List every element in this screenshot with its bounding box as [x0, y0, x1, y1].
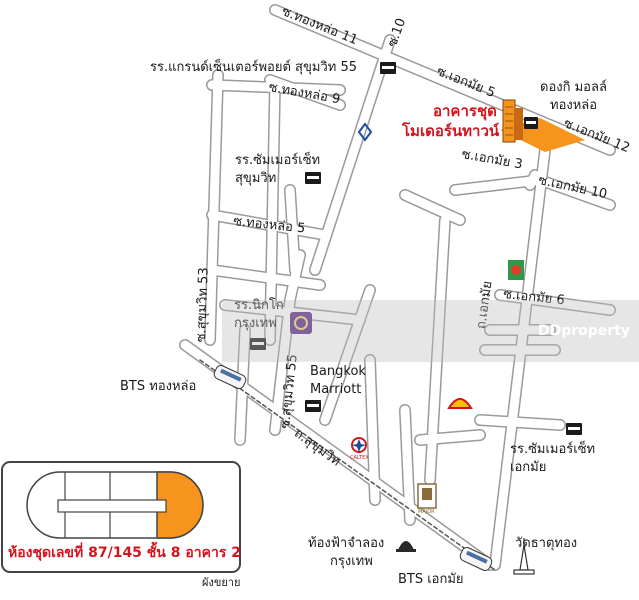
bank-icon: [357, 122, 373, 142]
place-label-somerset-sukhumvit-2: สุขุมวิท: [235, 171, 277, 186]
place-label-nikko-1: รร.นิกโก: [234, 298, 284, 313]
target-label-line1: อาคารชุด: [433, 102, 497, 120]
place-label-caltex: CALTEX: [350, 455, 369, 461]
place-label-donki-2: ทองหล่อ: [550, 98, 598, 113]
target-label-line2: โมเดอร์นทาวน์: [402, 122, 500, 140]
place-label-grand-centre-point: รร.แกรนด์เซ็นเตอร์พอยต์ สุขุมวิท 55: [150, 60, 357, 75]
place-label-somerset-ekkamai-2: เอกมัย: [510, 460, 547, 475]
place-label-marriott-2: Marriott: [310, 382, 362, 397]
nikko-logo-icon: [290, 312, 312, 334]
watermark-text: DDproperty: [538, 323, 631, 339]
hotel-bed-icon: [250, 62, 582, 435]
place-label-bts-thonglo: BTS ทองหล่อ: [120, 379, 197, 394]
convenience-store-icon: [508, 260, 524, 280]
shell-station-icon: [447, 398, 473, 409]
place-label-donki-1: ดองกิ มอลล์: [540, 80, 607, 95]
place-label-planetarium-2: กรุงเทพ: [330, 554, 373, 569]
planetarium-icon: [396, 541, 416, 552]
major-cinema-icon: [417, 483, 437, 509]
ddproperty-logo-icon: [0, 0, 24, 24]
place-label-wat-that-thong: วัดธาตุทอง: [515, 536, 578, 551]
floor-plan-note: ผังขยาย: [202, 576, 241, 589]
place-label-major: MAJOR: [418, 509, 435, 515]
place-label-planetarium-1: ท้องฟ้าจำลอง: [308, 536, 385, 551]
place-label-somerset-ekkamai-1: รร.ซัมเมอร์เซ็ท: [510, 442, 596, 457]
place-label-somerset-sukhumvit-1: รร.ซัมเมอร์เซ็ท: [235, 153, 321, 168]
target-building-icon: [500, 99, 585, 152]
watermark-band: [222, 300, 639, 362]
street-label-sukhumvit-53: ซ.สุขุมวิท 53: [194, 267, 212, 343]
bts-train-icon: [213, 365, 493, 571]
place-label-nikko-2: กรุงเทพ: [234, 316, 277, 331]
place-label-marriott-1: Bangkok: [310, 364, 366, 379]
place-label-bts-ekkamai: BTS เอกมัย: [398, 572, 464, 587]
floor-plan-inset: [1, 461, 241, 573]
temple-stupa-icon: [513, 538, 535, 575]
floor-plan-caption: ห้องชุดเลขที่ 87/145 ชั้น 8 อาคาร 2: [8, 545, 241, 561]
caltex-station-icon: [351, 437, 367, 453]
